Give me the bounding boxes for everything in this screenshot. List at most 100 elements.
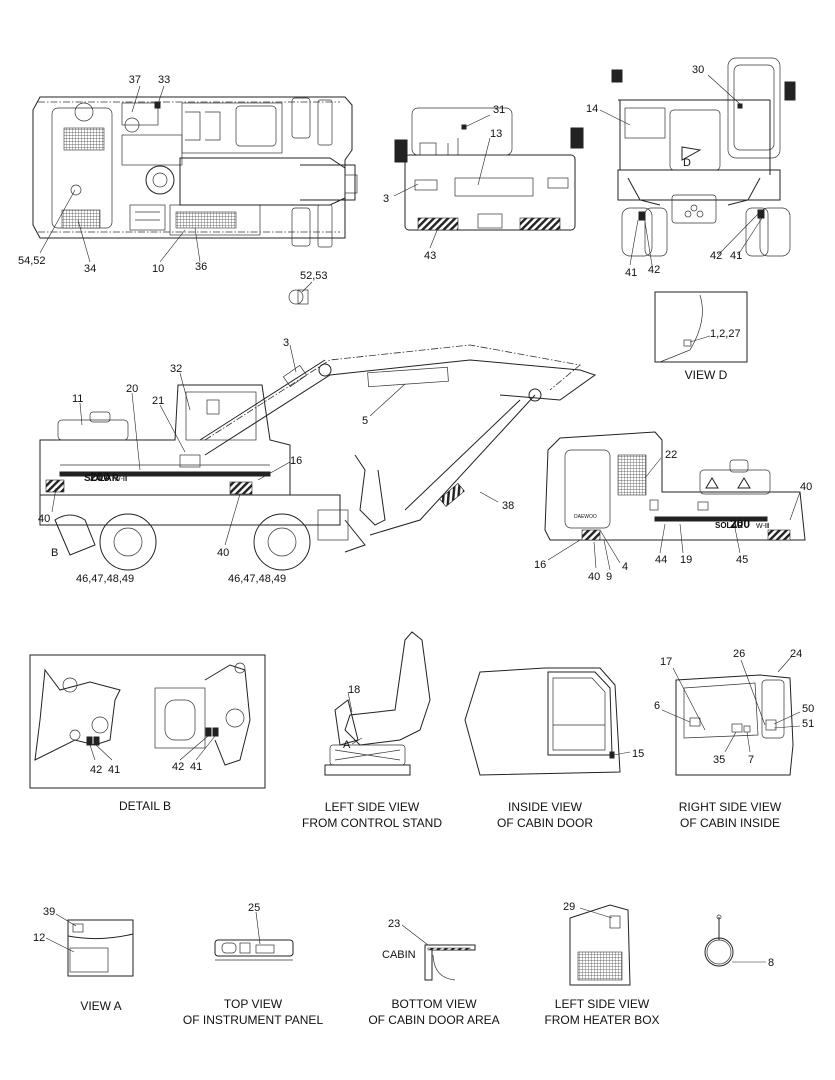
callout-52-53: 52,53 (300, 270, 328, 282)
door-inside-caption-1: INSIDE VIEW (508, 800, 583, 814)
callout-17: 17 (660, 656, 672, 668)
machine-left-side-view: SOLAR 200 W-Ⅲ 3 32 2 (38, 337, 597, 585)
callout-46-49-front: 46,47,48,49 (76, 573, 134, 585)
callout-34: 34 (84, 263, 96, 275)
callout-51: 51 (802, 718, 814, 730)
callout-7: 7 (748, 754, 754, 766)
badge-suffix-right: W-Ⅲ (756, 523, 770, 530)
callout-21: 21 (152, 395, 164, 407)
callout-16-right: 16 (534, 559, 546, 571)
callout-35: 35 (713, 754, 725, 766)
callout-41-detail-left: 41 (108, 764, 120, 776)
callout-15: 15 (632, 748, 644, 760)
callout-13: 13 (490, 128, 502, 140)
detail-b-caption: DETAIL B (119, 799, 171, 813)
callout-43: 43 (424, 250, 436, 262)
callout-29: 29 (563, 901, 575, 913)
callout-26: 26 (733, 648, 745, 660)
callout-24: 24 (790, 648, 802, 660)
cabin-door-area-view: 23 CABIN BOTTOM VIEW OF CABIN DOOR AREA (368, 918, 499, 1027)
machine-right-side-view: SOLAR 200 W-Ⅲ DAEWOO 22 40 16 40 9 4 44 … (534, 431, 812, 583)
callout-37: 37 (129, 74, 141, 86)
callout-36: 36 (195, 261, 207, 273)
callout-42-detail-left: 42 (90, 764, 102, 776)
callout-41-detail-right: 41 (190, 761, 202, 773)
callout-42: 42 (648, 264, 660, 276)
tag-part-view: 52,53 (288, 270, 328, 305)
callout-30: 30 (692, 64, 704, 76)
callout-41: 41 (625, 267, 637, 279)
heater-box-view: 29 LEFT SIDE VIEW FROM HEATER BOX (544, 901, 659, 1027)
callout-54-52: 54,52 (18, 255, 46, 267)
door-bottom-caption-1: BOTTOM VIEW (391, 997, 477, 1011)
callout-12: 12 (33, 932, 45, 944)
callout-20: 20 (126, 383, 138, 395)
callout-46-49-rear: 46,47,48,49 (228, 573, 286, 585)
callout-50: 50 (802, 703, 814, 715)
view-d-mark: D (683, 157, 691, 169)
callout-31: 31 (493, 104, 505, 116)
badge-model-left: 200 (90, 470, 110, 484)
callout-22: 22 (665, 449, 677, 461)
callout-3-boom: 3 (283, 337, 289, 349)
ring-part-view: 8 (704, 914, 774, 969)
callout-14: 14 (586, 103, 598, 115)
callout-3: 3 (383, 193, 389, 205)
callout-19: 19 (680, 554, 692, 566)
callout-32: 32 (170, 363, 182, 375)
view-d: 1,2,27 VIEW D (654, 291, 748, 382)
callout-9: 9 (606, 571, 612, 583)
callout-41-right: 41 (730, 250, 742, 262)
detail-b-mark: B (51, 547, 58, 559)
callout-44: 44 (655, 554, 667, 566)
callout-10: 10 (152, 263, 164, 275)
rear-view: 31 13 3 43 (383, 104, 584, 262)
badge-model-right: 200 (730, 517, 750, 531)
callout-40-lower: 40 (217, 547, 229, 559)
view-a-mark: A (343, 739, 351, 751)
detail-b: 42 41 42 41 DETAIL B (29, 654, 266, 813)
instrument-caption-2: OF INSTRUMENT PANEL (183, 1013, 324, 1027)
cabin-right-caption-1: RIGHT SIDE VIEW (679, 800, 782, 814)
badge-suffix-left: W-Ⅲ (114, 476, 128, 483)
badge-brand-left: SOLAR (84, 473, 120, 484)
seat-view: 18 A LEFT SIDE VIEW FROM CONTROL STAND (302, 631, 442, 830)
cabin-door-inside-view: 15 INSIDE VIEW OF CABIN DOOR (464, 667, 644, 830)
view-d-label: VIEW D (685, 368, 728, 382)
callout-16-left: 16 (290, 455, 302, 467)
cabin-label: CABIN (382, 949, 416, 961)
cabin-right-caption-2: OF CABIN INSIDE (680, 816, 780, 830)
instrument-caption-1: TOP VIEW (224, 997, 283, 1011)
callout-8: 8 (768, 957, 774, 969)
callout-42-detail-right: 42 (172, 761, 184, 773)
heater-caption-1: LEFT SIDE VIEW (555, 997, 650, 1011)
callout-18: 18 (348, 684, 360, 696)
callout-38: 38 (502, 500, 514, 512)
callout-45: 45 (736, 554, 748, 566)
callout-40-rear: 40 (800, 481, 812, 493)
callout-40-step: 40 (588, 571, 600, 583)
seat-view-caption-1: LEFT SIDE VIEW (325, 800, 420, 814)
callout-42-right: 42 (710, 250, 722, 262)
callout-23: 23 (388, 918, 400, 930)
door-inside-caption-2: OF CABIN DOOR (497, 816, 593, 830)
view-a: 39 12 VIEW A (33, 906, 134, 1013)
callout-4: 4 (622, 561, 628, 573)
callout-11: 11 (72, 393, 83, 405)
cabin-right-inside-view: 17 26 24 6 50 51 35 7 RIGHT SIDE VIEW OF… (654, 648, 814, 830)
front-view: 30 14 41 42 42 41 (586, 57, 796, 279)
callout-25: 25 (248, 902, 260, 914)
callout-33: 33 (158, 74, 170, 86)
callout-5: 5 (362, 415, 368, 427)
door-bottom-caption-2: OF CABIN DOOR AREA (368, 1013, 499, 1027)
badge-brand-right: SOLAR (715, 521, 743, 530)
callout-39: 39 (43, 906, 55, 918)
callout-1-2-27: 1,2,27 (710, 328, 741, 340)
top-plan-view: 37 33 54,52 34 10 36 (18, 74, 358, 275)
heater-caption-2: FROM HEATER BOX (544, 1013, 659, 1027)
badge-maker: DAEWOO (574, 514, 597, 520)
seat-view-caption-2: FROM CONTROL STAND (302, 816, 442, 830)
callout-6: 6 (654, 700, 660, 712)
instrument-panel-view: 25 TOP VIEW OF INSTRUMENT PANEL (183, 902, 324, 1027)
